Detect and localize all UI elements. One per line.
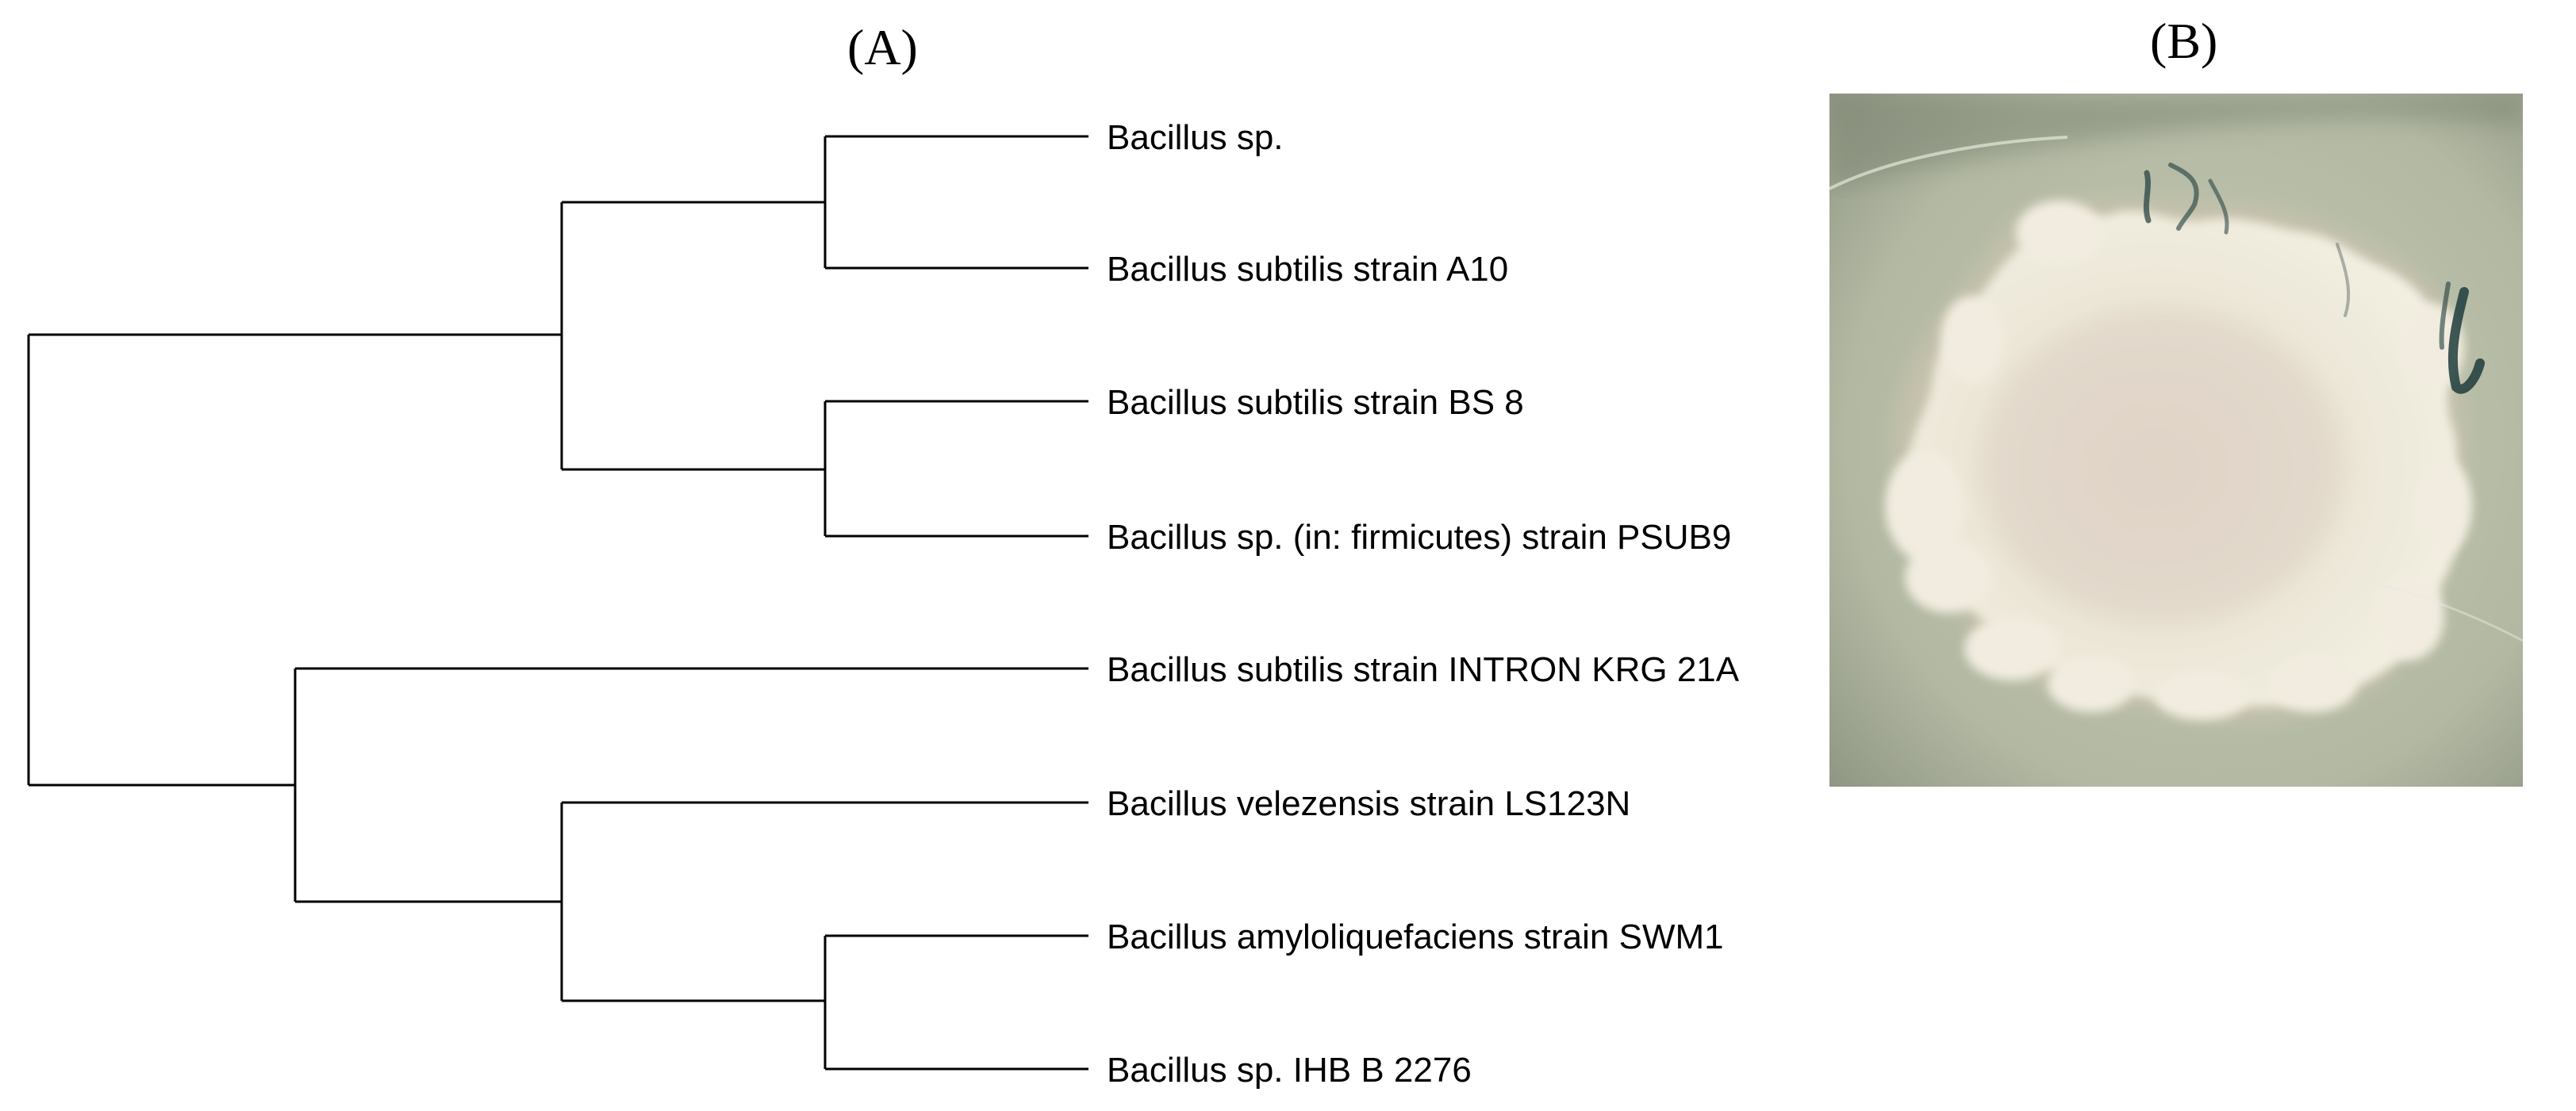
- taxon-label: Bacillus amyloliquefaciens strain SWM1: [1107, 918, 1724, 956]
- taxon-label: Bacillus sp.: [1107, 118, 1284, 157]
- marker-ink-marks: [2143, 163, 2485, 394]
- phylogenetic-tree: Bacillus sp. Bacillus subtilis strain A1…: [27, 118, 1740, 1090]
- taxon-label: Bacillus subtilis strain INTRON KRG 21A: [1107, 650, 1740, 689]
- panel-label-b: (B): [2150, 13, 2218, 69]
- taxon-label: Bacillus sp. (in: firmicutes) strain PSU…: [1107, 518, 1731, 557]
- taxon-label: Bacillus sp. IHB B 2276: [1107, 1051, 1472, 1090]
- petri-dish-rim: [1829, 94, 2523, 189]
- bacterial-colony-photo: [1829, 94, 2523, 787]
- colony-core: [1980, 308, 2345, 625]
- dish-rim-highlight: [1829, 136, 2068, 190]
- taxon-label: Bacillus subtilis strain BS 8: [1107, 383, 1524, 422]
- light-reflection: [2321, 568, 2523, 642]
- panel-label-a: (A): [847, 19, 918, 75]
- taxon-labels: Bacillus sp. Bacillus subtilis strain A1…: [1107, 118, 1740, 1090]
- taxon-label: Bacillus subtilis strain A10: [1107, 250, 1508, 289]
- colony-photo-drawing: [1829, 94, 2523, 787]
- taxon-label: Bacillus velezensis strain LS123N: [1107, 784, 1630, 823]
- colony-lobes: [1885, 201, 2472, 720]
- tree-branches: [27, 135, 1088, 1071]
